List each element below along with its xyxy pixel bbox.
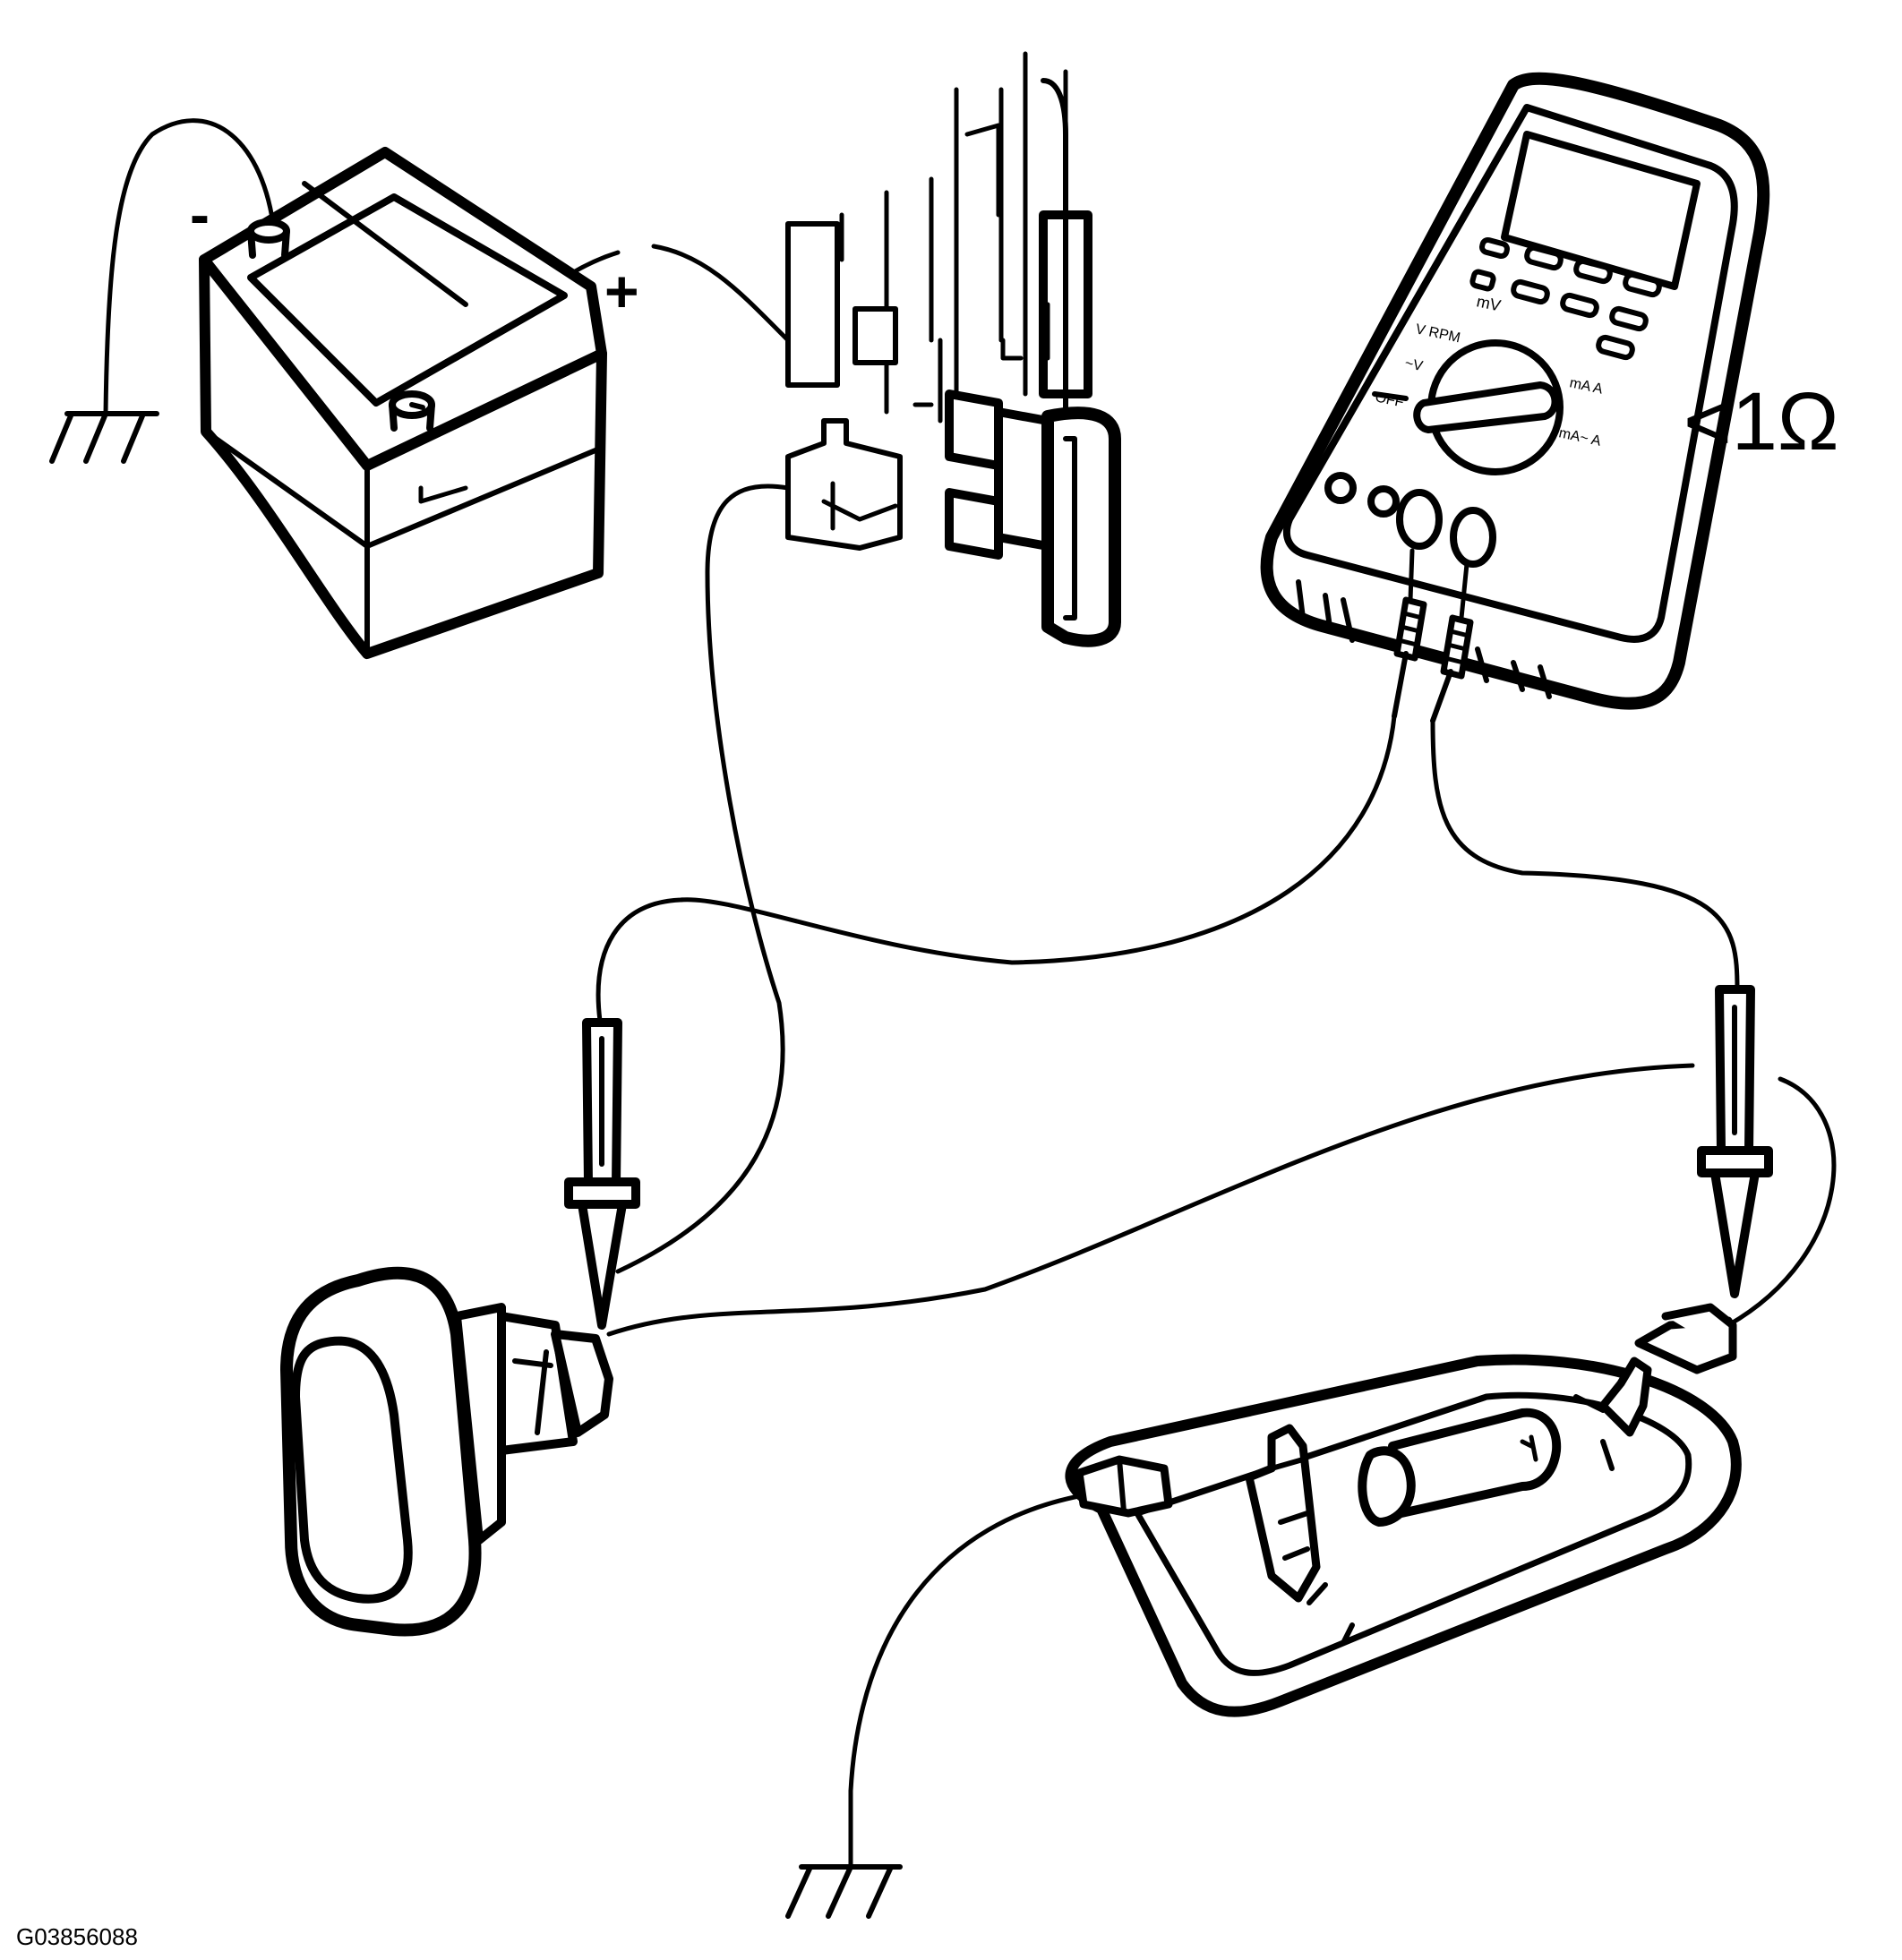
battery-negative-label: -: [190, 181, 210, 247]
dial-label-ac-v: ~V: [1403, 355, 1424, 374]
battery-positive-label: +: [604, 258, 639, 324]
dial-label-off: OFF: [1374, 389, 1405, 410]
battery-icon: [199, 147, 607, 659]
wire-lamp-connector: [1726, 1076, 1837, 1328]
wire-fuse-to-switch: [615, 484, 791, 1274]
meter-reading-label: <1Ω: [1684, 376, 1839, 467]
wire-switch-to-lamp: [606, 1063, 1695, 1337]
wire-lamp-ground: [848, 1493, 1086, 1870]
lamp-housing-icon: [1065, 1303, 1742, 1717]
wire-meter-lead-1: [595, 714, 1397, 1023]
ground-symbol-icon: [49, 411, 159, 464]
test-probe-icon: [564, 1018, 640, 1330]
meter-lead-plugs: [1392, 548, 1474, 723]
wire-meter-lead-2: [1430, 718, 1740, 992]
wire-battery-ground: [103, 118, 276, 416]
test-probe-icon: [1697, 985, 1773, 1298]
fuse-icon: [912, 389, 1121, 647]
figure-code: G03856088: [16, 1923, 138, 1950]
fuse-box-icon: [785, 51, 1092, 551]
multimeter-icon: [1260, 72, 1770, 710]
ground-symbol-icon: [785, 1864, 903, 1919]
wires: [103, 118, 1837, 1870]
wire-fusebox-feed: [651, 244, 791, 343]
switch-icon: [280, 1266, 613, 1637]
